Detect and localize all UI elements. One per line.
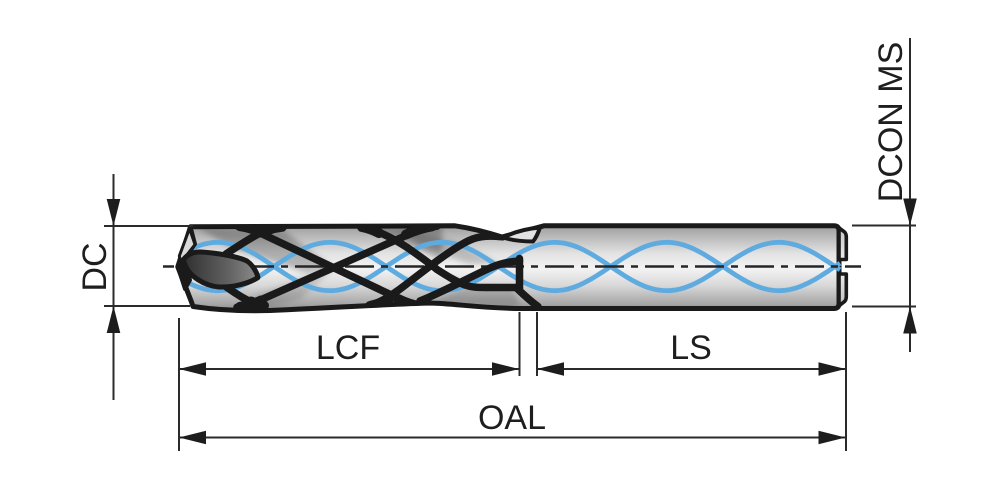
svg-text:DC: DC	[76, 242, 114, 291]
svg-text:OAL: OAL	[478, 399, 546, 437]
svg-text:DCON MS: DCON MS	[872, 42, 910, 203]
svg-text:LCF: LCF	[316, 329, 380, 367]
svg-text:LS: LS	[670, 329, 712, 367]
